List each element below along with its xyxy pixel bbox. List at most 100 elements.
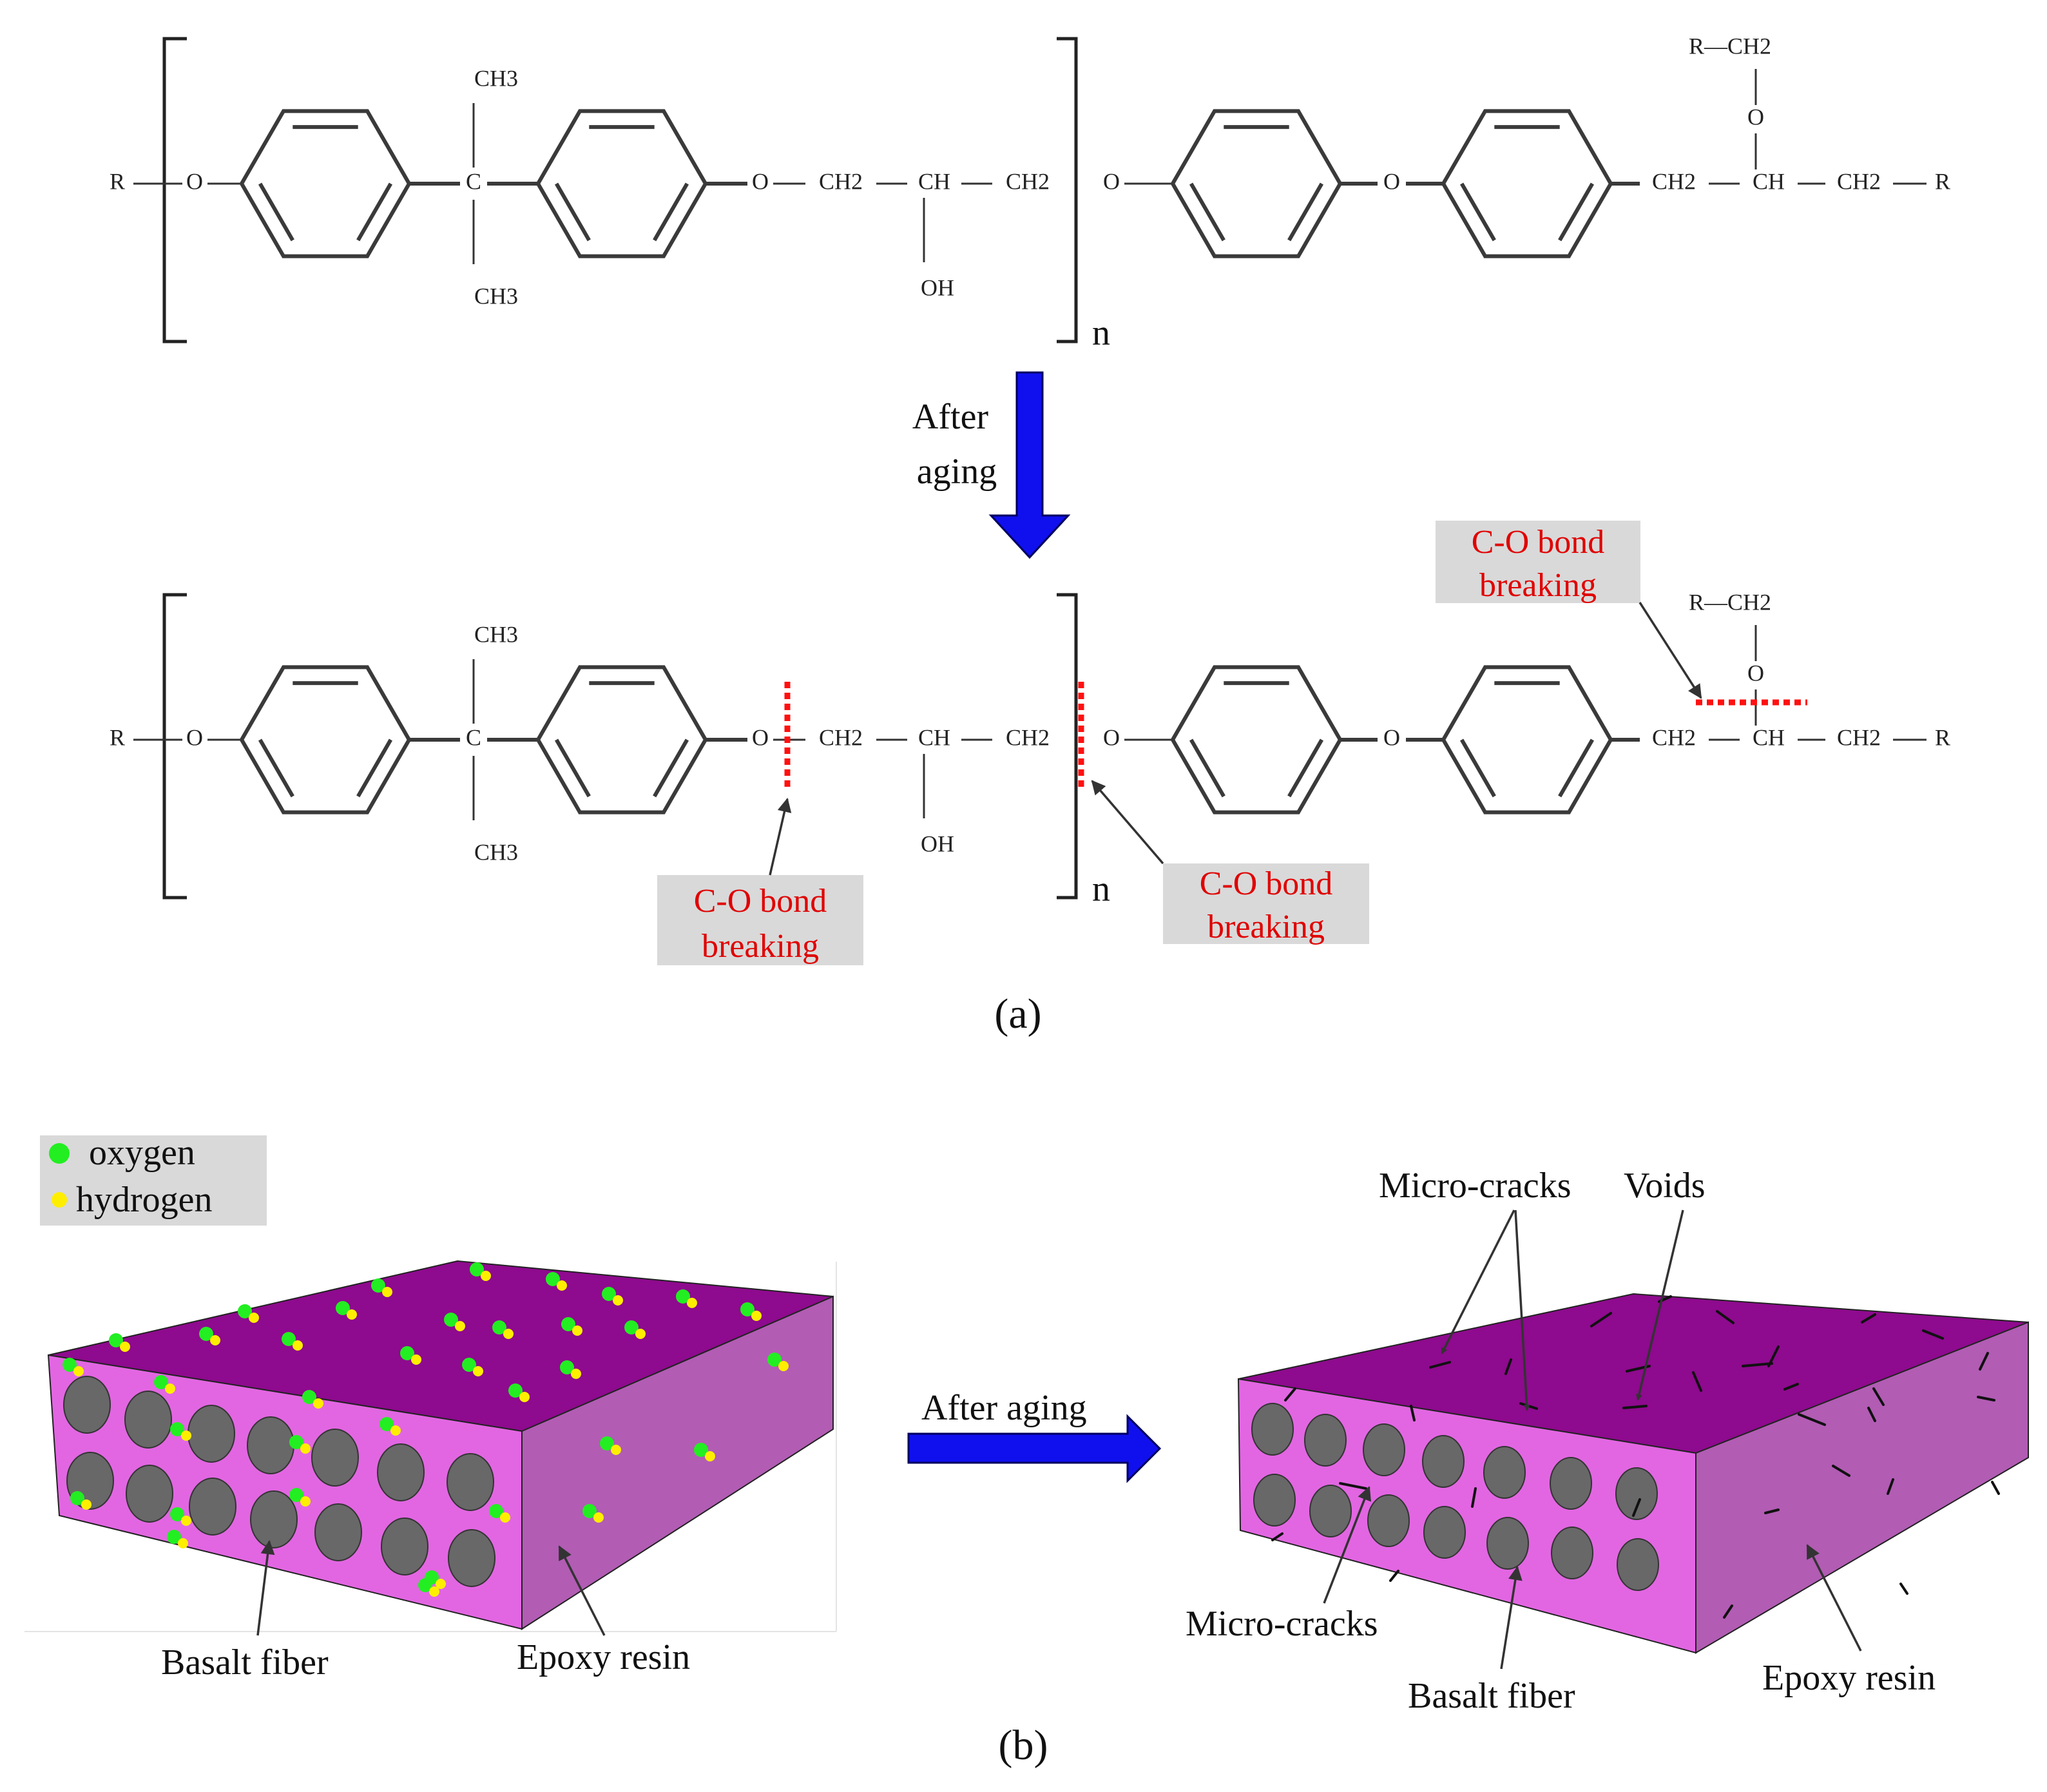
basalt-fiber-cross-section [1550, 1457, 1592, 1510]
voids-pointer [1635, 1209, 1684, 1401]
hydrogen-atom [165, 1383, 175, 1394]
oxygen-atom [444, 1313, 458, 1327]
methylene-group: CH2 [1837, 168, 1881, 194]
basalt-fiber-cross-section [1551, 1527, 1593, 1579]
hydrogen-atom [613, 1295, 623, 1305]
hydroxyl-group: OH [921, 831, 954, 856]
basalt-fiber-cross-section [1304, 1414, 1347, 1467]
methine-group: CH [1753, 724, 1785, 750]
legend-hydrogen-label: hydrogen [76, 1180, 213, 1220]
benzene-ring-4 [1441, 665, 1613, 814]
panel-b-caption: (b) [999, 1722, 1048, 1769]
micro-crack [1887, 1478, 1894, 1495]
svg-text:breaking: breaking [1479, 567, 1597, 604]
aromatic-double-bond [258, 182, 294, 242]
hydrogen-atom [473, 1366, 483, 1376]
methylene-group: CH2 [1006, 724, 1050, 750]
hydrogen-atom [500, 1512, 510, 1523]
oxygen-atom [289, 1488, 303, 1502]
left-bracket [162, 593, 187, 900]
oxygen-atom [199, 1327, 213, 1341]
micro-cracks-label-bottom: Micro-cracks [1186, 1604, 1378, 1644]
oxygen-atom [489, 1504, 503, 1518]
oxygen-atom [70, 1491, 84, 1505]
methyl-group-top: CH3 [474, 621, 518, 647]
aromatic-double-bond [1287, 182, 1323, 242]
oxygen-atom [492, 1320, 506, 1334]
methylene-group: CH2 [819, 724, 863, 750]
aromatic-double-bond [555, 182, 591, 242]
ether-oxygen: O [752, 724, 769, 750]
micro-crack [1632, 1498, 1641, 1517]
micro-crack [1389, 1570, 1399, 1582]
oxygen-atom [561, 1317, 575, 1331]
aromatic-double-bond [653, 738, 689, 798]
methylene-group: CH2 [1837, 724, 1881, 750]
oxygen-atom [602, 1287, 616, 1301]
aromatic-double-bond [356, 738, 392, 798]
r-ch2-branch: R—CH2 [1689, 589, 1771, 615]
ether-oxygen: O [186, 724, 203, 750]
bond-breaking-label-3: C-O bond breaking [1436, 521, 1640, 604]
methylene-group: CH2 [1652, 724, 1696, 750]
oxygen-atom [289, 1435, 303, 1449]
aromatic-double-bond [1189, 738, 1225, 798]
epoxy-resin-pointer-right [1806, 1544, 1862, 1652]
ether-oxygen-branch: O [1747, 104, 1764, 130]
composite-block-after-aging [1237, 1293, 2029, 1654]
basalt-fibers-before [63, 1376, 495, 1587]
methyl-group-bottom: CH3 [474, 283, 518, 309]
methylene-group: CH2 [1652, 168, 1696, 194]
basalt-fiber-cross-section [1251, 1403, 1294, 1456]
basalt-fiber-cross-section [1422, 1435, 1465, 1488]
oxygen-atom [400, 1346, 414, 1360]
methyl-group-bottom: CH3 [474, 839, 518, 865]
basalt-fiber-cross-section [377, 1443, 425, 1501]
oxygen-atom [62, 1358, 77, 1372]
oxygen-atom [154, 1375, 168, 1389]
hydrogen-atom [687, 1298, 697, 1308]
basalt-fiber-cross-section [247, 1416, 294, 1474]
basalt-fiber-pointer-right [1500, 1566, 1523, 1670]
ether-oxygen: O [186, 168, 203, 194]
micro-crack [1991, 1481, 2000, 1495]
hydrogen-atom [178, 1538, 188, 1548]
methine-group: CH [918, 724, 950, 750]
hydrogen-atom [293, 1340, 303, 1351]
basalt-fiber-cross-section [1253, 1474, 1296, 1527]
svg-text:C-O bond: C-O bond [1472, 524, 1605, 561]
benzene-ring-1 [239, 109, 412, 258]
hydrogen-atom [411, 1354, 421, 1365]
oxygen-atom [470, 1262, 484, 1277]
micro-cracks-label-top: Micro-cracks [1379, 1166, 1571, 1206]
micro-cracks-pointer-2 [1514, 1209, 1530, 1411]
aromatic-double-bond [555, 738, 591, 798]
hydrogen-atom [210, 1335, 220, 1345]
basalt-fibers-after [1251, 1403, 1659, 1591]
hydrogen-atom [390, 1425, 401, 1436]
benzene-ring-4 [1441, 109, 1613, 258]
ether-oxygen: O [1383, 168, 1400, 194]
hydrogen-atom [503, 1329, 514, 1339]
voids-label: Voids [1624, 1166, 1706, 1206]
basalt-fiber-cross-section [187, 1405, 235, 1463]
repeat-unit-n: n [1092, 313, 1110, 353]
basalt-fiber-cross-section [63, 1376, 111, 1434]
oxygen-atom [740, 1302, 754, 1316]
svg-text:C-O bond: C-O bond [694, 883, 827, 920]
micro-crack [1716, 1310, 1735, 1324]
aromatic-double-bond [356, 182, 392, 242]
micro-crack [1977, 1396, 1995, 1402]
micro-cracks-pointer-3 [1323, 1486, 1372, 1604]
basalt-fiber-cross-section [447, 1453, 494, 1511]
hydrogen-atom [429, 1586, 439, 1597]
hydrogen-atom [181, 1431, 191, 1441]
methine-group: CH [1753, 168, 1785, 194]
basalt-fiber-cross-section [314, 1503, 362, 1561]
micro-crack [1410, 1405, 1416, 1421]
bond-breaking-pointer-2 [1091, 780, 1164, 865]
hydrogen-atom [557, 1280, 567, 1291]
micro-crack [1867, 1407, 1876, 1422]
bond-breaking-pointer-1 [769, 798, 792, 876]
